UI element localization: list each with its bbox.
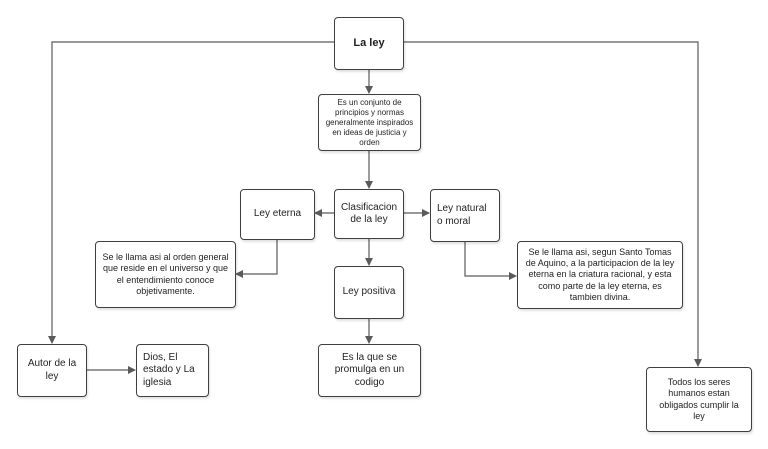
eternal-description-node: Se le llama asi al orden general que res… [95,241,236,308]
positive-law-label: Ley positiva [342,286,396,298]
natural-law-label: Ley natural o moral [437,203,487,227]
obligation-label: Todos los seres humanos estan obligados … [659,377,739,421]
natural-description-node: Se le llama asi, segun Santo Tomas de Aq… [517,241,683,309]
positive-description-label: Es la que se promulga en un codigo [334,351,405,388]
author-description-label: Dios, El estado y La iglesia [143,351,195,388]
classification-node: Clasificacion de la ley [334,189,404,239]
natural-law-node: Ley natural o moral [430,189,500,242]
classification-label: Clasificacion de la ley [340,201,398,226]
root-label: La ley [353,36,385,49]
positive-description-node: Es la que se promulga en un codigo [318,344,421,397]
connector-eternal-description [235,240,278,278]
connector-natural-description [464,242,517,280]
definition-node: Es un conjunto de principios y normas ge… [318,94,421,151]
author-description-node: Dios, El estado y La iglesia [136,344,209,397]
obligation-node: Todos los seres humanos estan obligados … [646,367,752,432]
author-label: Autor de la ley [27,358,77,382]
author-node: Autor de la ley [17,344,87,397]
root-node: La ley [334,17,404,70]
eternal-law-label: Ley eterna [253,208,302,220]
eternal-law-node: Ley eterna [240,189,315,240]
eternal-description-label: Se le llama asi al orden general que res… [102,252,229,296]
definition-label: Es un conjunto de principios y normas ge… [325,97,414,147]
connector-root-author [48,41,334,344]
positive-law-node: Ley positiva [334,266,404,319]
connector-root-obligation [404,41,702,367]
natural-description-label: Se le llama asi, segun Santo Tomas de Aq… [525,246,675,302]
